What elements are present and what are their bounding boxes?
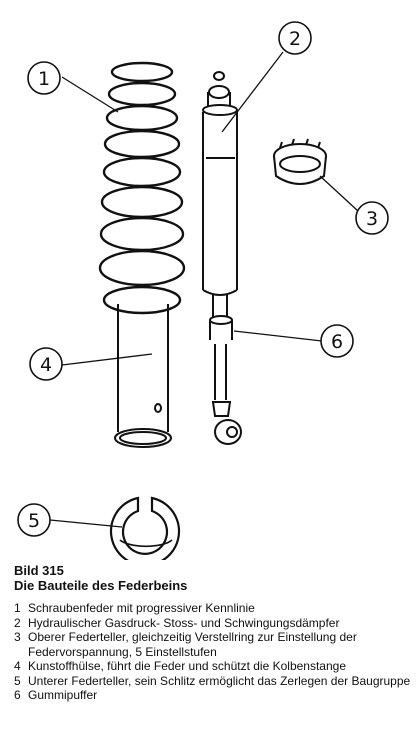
parts-list-item: 6 Gummipuffer	[14, 688, 414, 703]
parts-list: 1 Schraubenfeder mit progressiver Kennli…	[14, 601, 414, 703]
callout-5: 5	[17, 503, 51, 537]
plastic-sleeve-drawing	[114, 304, 172, 448]
leader-line-1	[61, 76, 119, 113]
callout-1: 1	[27, 61, 61, 95]
svg-text:4: 4	[40, 354, 52, 376]
part-number: 2	[14, 615, 21, 630]
part-description: Schraubenfeder mit progressiver Kennlini…	[28, 601, 255, 615]
callout-6: 6	[320, 324, 354, 358]
part-number: 4	[14, 659, 21, 673]
coil-spring-drawing	[98, 61, 186, 315]
svg-text:2: 2	[289, 28, 301, 50]
part-number: 6	[14, 688, 21, 702]
svg-text:3: 3	[366, 208, 378, 230]
damper-drawing	[202, 71, 242, 445]
figure-title: Die Bauteile des Federbeins	[14, 578, 188, 593]
svg-text:5: 5	[28, 510, 40, 532]
parts-list-item: 1 Schraubenfeder mit progressiver Kennli…	[14, 601, 414, 616]
part-description: Unterer Federteller, sein Schlitz ermögl…	[28, 673, 411, 688]
parts-list-item: 3 Oberer Federteller, gleichzeitig Verst…	[14, 630, 414, 659]
figure-label: Bild 315	[14, 563, 64, 578]
parts-list-item: 5 Unterer Federteller, sein Schlitz ermö…	[14, 674, 414, 689]
callout-2: 2	[278, 21, 312, 55]
part-description: Kunstoffhülse, führt die Feder und schüt…	[28, 659, 346, 673]
part-description: Hydraulischer Gasdruck- Stoss- und Schwi…	[28, 615, 340, 630]
part-description: Oberer Federteller, gleichzeitig Verstel…	[28, 630, 357, 659]
upper-spring-plate-drawing	[273, 138, 327, 185]
leader-line-5	[49, 519, 123, 528]
leader-lines	[49, 51, 359, 528]
svg-text:1: 1	[38, 68, 50, 90]
leader-line-3	[319, 175, 359, 212]
part-description: Gummipuffer	[28, 688, 98, 702]
part-number: 1	[14, 601, 21, 615]
leader-line-4	[61, 353, 153, 366]
leader-line-2	[221, 51, 284, 133]
svg-text:6: 6	[331, 331, 343, 353]
shock-absorber-parts-drawing: 1 2 3 4 5 6	[17, 21, 389, 560]
parts-list-item: 2 Hydraulischer Gasdruck- Stoss- und Sch…	[14, 616, 414, 631]
part-number: 3	[14, 630, 21, 644]
figure-caption: Bild 315 Die Bauteile des Federbeins 1 S…	[14, 563, 414, 703]
part-number: 5	[14, 673, 21, 688]
callout-4: 4	[29, 347, 63, 381]
parts-list-item: 4 Kunstoffhülse, führt die Feder und sch…	[14, 659, 414, 674]
lower-spring-plate-drawing	[109, 496, 181, 560]
callout-3: 3	[355, 201, 389, 235]
leader-line-6	[233, 330, 323, 342]
